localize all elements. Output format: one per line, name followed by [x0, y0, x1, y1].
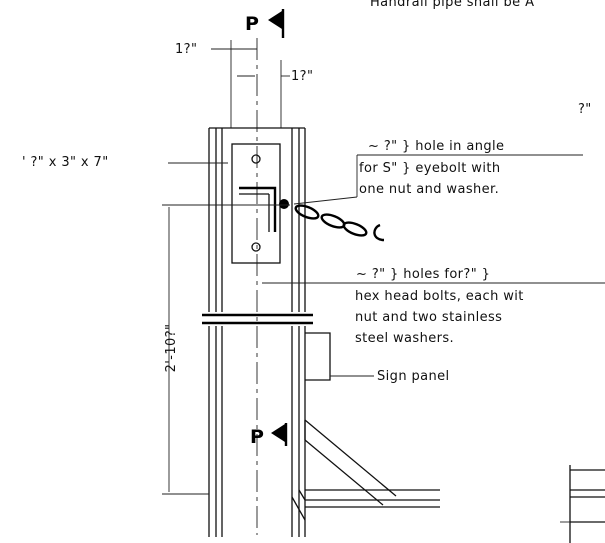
bolt-hole-top [251, 154, 261, 164]
dim-corner: ?" [578, 102, 592, 117]
callout-angle: ' ?" x 3" x 7" [22, 155, 228, 170]
section-marker-bottom-label: P [250, 426, 264, 448]
post-lower [208, 326, 306, 537]
angle-plate [231, 143, 281, 264]
callout-angle-label: ' ?" x 3" x 7" [22, 155, 109, 170]
width-dimensions: 1?" 1?" [175, 40, 313, 128]
section-marker-bottom: P [250, 423, 288, 448]
eyebolt-nut [279, 199, 289, 209]
section-arrow-top-icon [268, 11, 282, 29]
height-dimension: 2'-10?" [162, 204, 290, 495]
callout-hole-line3: one nut and washer. [359, 182, 499, 197]
brace-upper-edge [304, 419, 397, 497]
sign-panel-label: Sign panel [377, 369, 450, 384]
angle-leg [239, 186, 277, 232]
callout-bolt-holes: ~ ?" } holes for?" } hex head bolts, eac… [262, 267, 605, 346]
callout-bolts-line4: steel washers. [355, 331, 454, 346]
dim-height: 2'-10?" [164, 324, 179, 373]
header-note: Handrail pipe shall be A [370, 0, 534, 10]
callout-bolts-line1: ~ ?" } holes for?" } [356, 267, 490, 282]
callout-eyebolt-hole: ~ ?" } hole in angle for S" } eyebolt wi… [293, 139, 583, 205]
chain-link-3 [342, 221, 368, 237]
adjacent-view-fragment [560, 465, 605, 543]
bolt-hole-bottom [251, 242, 261, 252]
chain-link-2 [320, 213, 346, 229]
dim-left-width: 1?" [175, 42, 197, 57]
chain-hook [373, 223, 385, 242]
angle-bracket [231, 143, 281, 264]
post-break-lines [202, 313, 313, 325]
callout-hole-line2: for S" } eyebolt with [359, 161, 501, 176]
section-marker-top-label: P [245, 13, 259, 35]
eyebolt-chain [279, 199, 385, 242]
dim-right-width: 1?" [291, 69, 313, 84]
brace-and-base [291, 419, 440, 521]
callout-hole-leader-end [293, 196, 358, 205]
sign-panel: Sign panel [305, 332, 450, 384]
callout-hole-line1: ~ ?" } hole in angle [368, 139, 504, 154]
callout-bolts-line3: nut and two stainless [355, 310, 502, 325]
chain-link-1 [294, 204, 320, 220]
sign-panel-edge [305, 332, 331, 381]
section-marker-top: P [245, 9, 285, 38]
post-upper [208, 127, 306, 312]
section-arrow-bottom-icon [271, 424, 285, 442]
brace-lower-edge [304, 439, 384, 506]
callout-bolts-line2: hex head bolts, each wit [355, 289, 524, 304]
